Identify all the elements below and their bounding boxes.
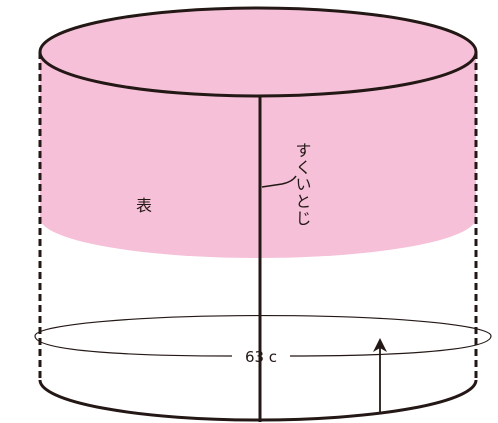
seam-label: すくいとじ xyxy=(293,142,312,227)
front-side-label: 表 xyxy=(136,196,152,215)
bottom-ellipse-arc xyxy=(38,379,478,422)
circumference-ellipse-front-left xyxy=(34,335,233,357)
direction-arrowhead-icon xyxy=(373,338,387,352)
pink-band xyxy=(40,52,476,258)
circumference-label: 63 c xyxy=(245,348,277,366)
top-ellipse xyxy=(38,6,478,98)
circumference-ellipse-front-right xyxy=(289,335,492,357)
seam-leader-line xyxy=(261,175,297,188)
circumference-ellipse-back xyxy=(34,314,492,337)
